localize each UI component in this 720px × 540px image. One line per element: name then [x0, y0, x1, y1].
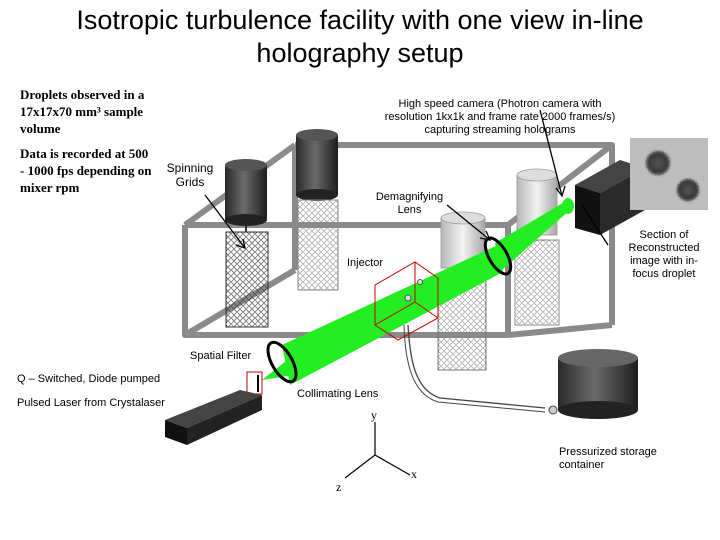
back-spinning-grid: [297, 199, 339, 291]
storage-container-label: Pressurized storage container: [559, 446, 657, 471]
y-axis-label: y: [371, 408, 377, 422]
collimating-lens: [266, 340, 298, 384]
tank-frame: [182, 142, 615, 338]
reconstructed-image-inset: [630, 138, 708, 210]
right-spinning-grid: [514, 239, 560, 326]
z-axis-label: z: [336, 480, 342, 494]
laser-head: [165, 390, 262, 445]
pointer-arrows: [204, 109, 609, 249]
spatial-filter: [246, 371, 263, 395]
spatial-filter-label: Spatial Filter: [190, 350, 252, 362]
injector-nozzle: [404, 294, 412, 302]
laser-label-line-2: Pulsed Laser from Crystalaser: [17, 397, 165, 409]
title-line-2: holography setup: [256, 38, 464, 68]
demagnifying-lens-label: Demagnifying Lens: [375, 191, 444, 216]
left-motor: [225, 159, 267, 232]
collimating-lens-label: Collimating Lens: [297, 388, 379, 400]
laser-label-line-1: Q – Switched, Diode pumped: [17, 373, 161, 385]
back-motor: [296, 129, 338, 201]
page-title: Isotropic turbulence facility with one v…: [0, 4, 720, 70]
camera-label: High speed camera (Photron camera with r…: [384, 98, 616, 136]
left-spinning-grid: [225, 231, 269, 328]
injector-box: [374, 261, 439, 341]
droplets-label: Droplets observed in a 17x17x70 mm³ samp…: [20, 87, 145, 136]
x-axis-label: x: [411, 467, 417, 481]
injector-label: Injector: [347, 257, 384, 269]
spinning-grids-label: Spinning Grids: [166, 161, 214, 189]
storage-container: [548, 349, 638, 419]
data-recording-label: Data is recorded at 500 - 1000 fps depen…: [20, 146, 152, 195]
section-label: Section of Reconstructed image with in- …: [628, 229, 700, 280]
title-line-1: Isotropic turbulence facility with one v…: [76, 5, 644, 35]
coordinate-axes: [344, 422, 411, 479]
tube: [407, 324, 546, 409]
